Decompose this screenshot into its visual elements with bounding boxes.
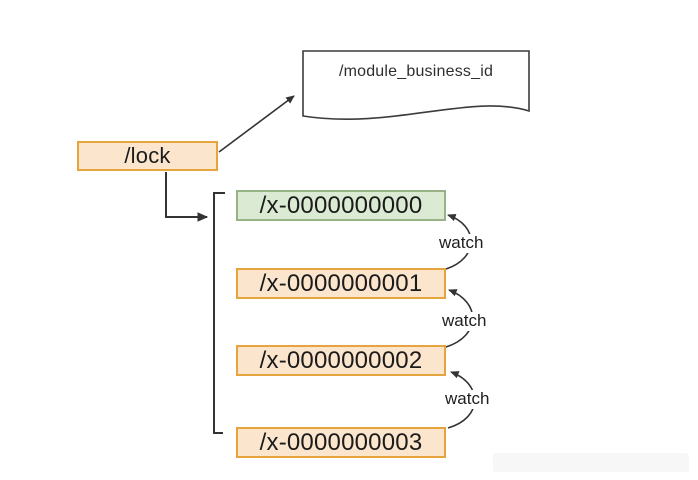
children-bracket bbox=[213, 192, 225, 434]
sequence-node-1: /x-0000000001 bbox=[236, 268, 446, 299]
watch-label-0: watch bbox=[437, 233, 486, 253]
document-shape bbox=[302, 50, 530, 120]
watch-label-2: watch bbox=[443, 389, 492, 409]
sequence-node-3-label: /x-0000000003 bbox=[259, 428, 423, 456]
lock-node: /lock bbox=[77, 141, 218, 171]
sequence-node-2: /x-0000000002 bbox=[236, 345, 446, 376]
sequence-node-3: /x-0000000003 bbox=[236, 427, 446, 458]
sequence-node-0: /x-0000000000 bbox=[236, 190, 446, 221]
sequence-node-1-label: /x-0000000001 bbox=[259, 269, 423, 297]
bottom-right-band bbox=[493, 453, 689, 472]
sequence-node-0-label: /x-0000000000 bbox=[259, 191, 423, 219]
document-label: /module_business_id bbox=[338, 63, 494, 80]
sequence-node-2-label: /x-0000000002 bbox=[259, 346, 423, 374]
lock-to-document-arrow bbox=[218, 95, 295, 153]
lock-to-children-arrow bbox=[165, 172, 209, 222]
watch-label-1: watch bbox=[440, 311, 489, 331]
lock-node-label: /lock bbox=[124, 143, 171, 168]
